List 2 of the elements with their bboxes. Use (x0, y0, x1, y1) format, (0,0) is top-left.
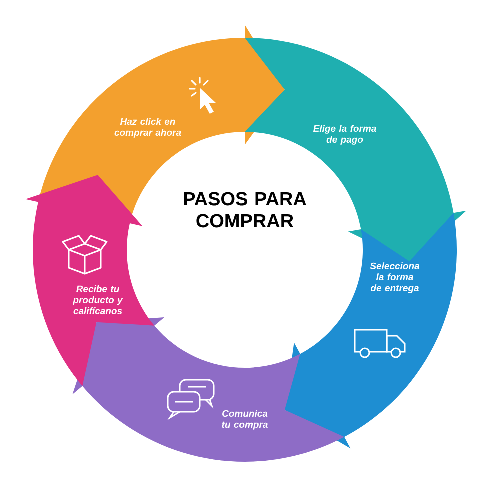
arrow-segment: Comunica tu compra (72, 318, 345, 462)
arrow-segment: Recibe tu producto y califícanos (26, 175, 155, 386)
